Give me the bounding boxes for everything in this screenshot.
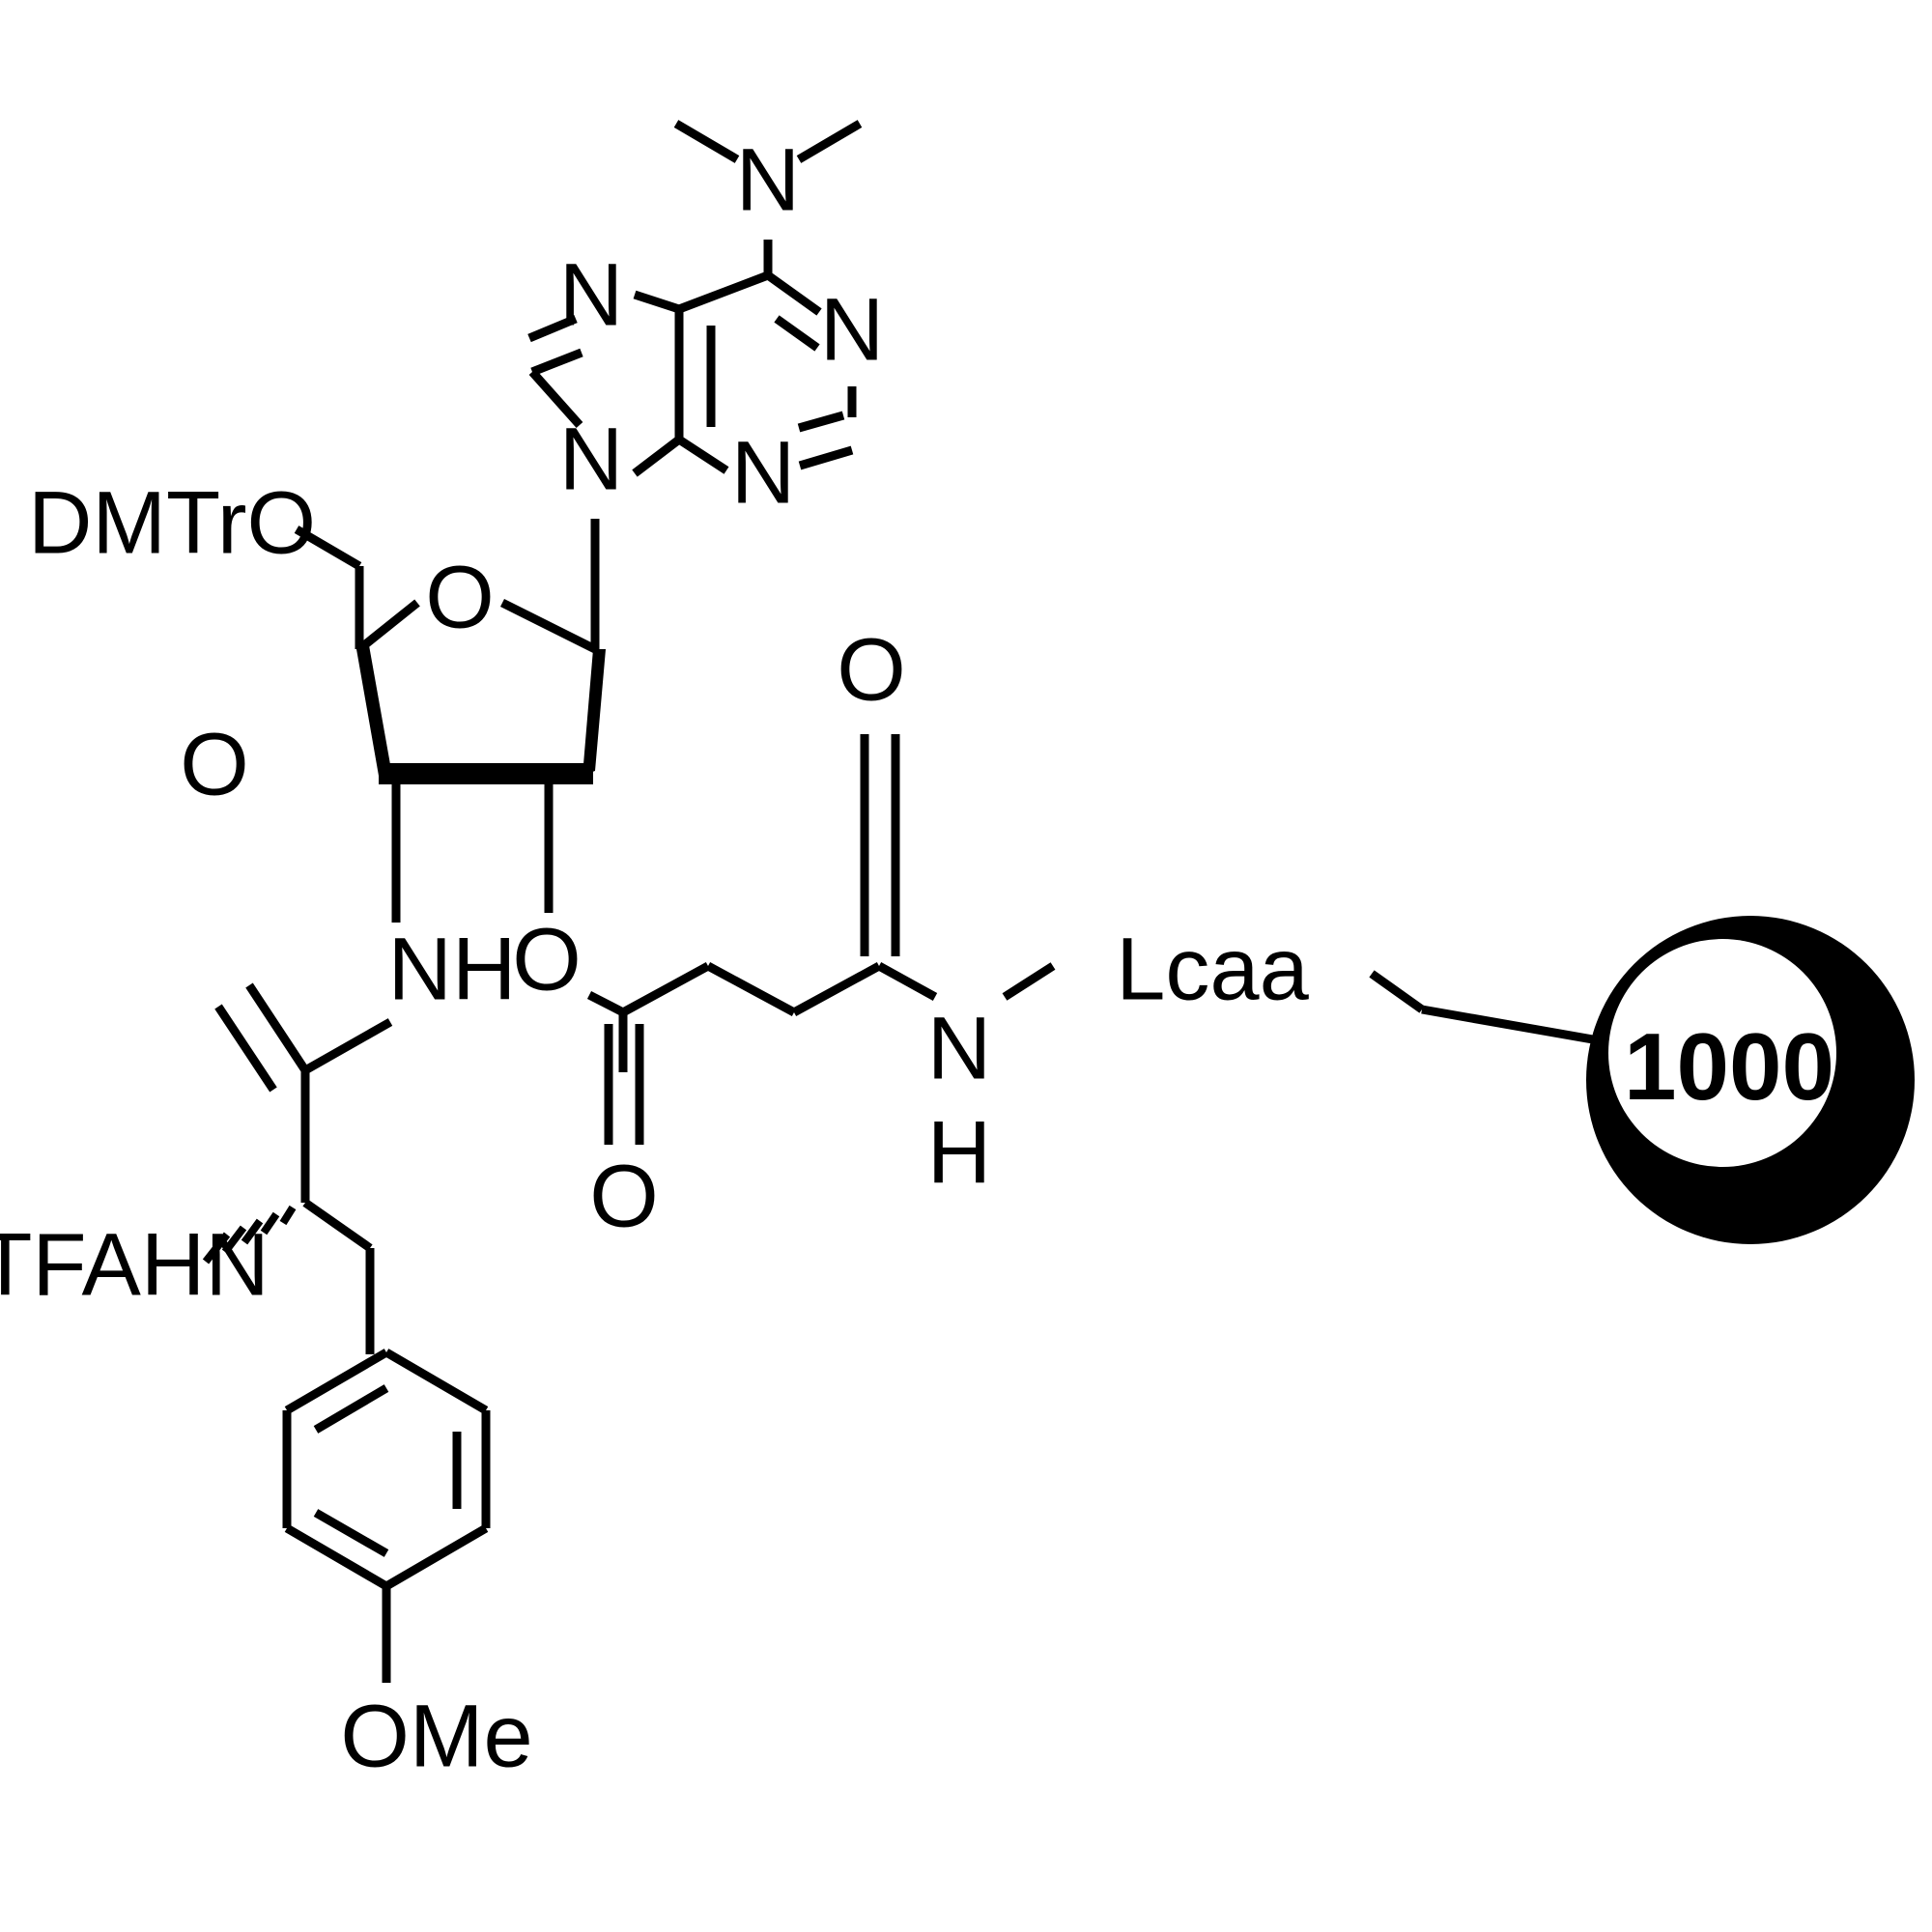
aryl-double-inner-1 bbox=[313, 1384, 389, 1434]
purine-n9-label: N bbox=[559, 410, 623, 508]
c5-n7-bond bbox=[633, 290, 681, 314]
cpg-bead: 1000 bbox=[1586, 916, 1915, 1244]
aryl-bond-3 bbox=[384, 1524, 489, 1590]
c4prime-o4prime-bond bbox=[356, 599, 420, 653]
furanose-ring: O bbox=[356, 548, 606, 784]
aryl-bond-1 bbox=[384, 1349, 489, 1414]
aryl-bond-4 bbox=[284, 1524, 389, 1590]
n9-c4-bond bbox=[632, 436, 682, 477]
tyr-carbonyl-double-a bbox=[245, 982, 309, 1073]
c5prime-o5prime-bond bbox=[294, 526, 362, 570]
c2-n3-double-inner bbox=[797, 411, 845, 433]
c6-n1-bond bbox=[765, 271, 822, 316]
amide-c-n-bond bbox=[876, 962, 938, 1001]
n-lcaa-bond bbox=[1002, 962, 1056, 1001]
aryl-bond-6 bbox=[284, 1349, 389, 1414]
c8-n9-bond bbox=[528, 369, 583, 428]
succinate-ch2-bond-3 bbox=[791, 962, 882, 1016]
dmtro-label: DMTrO bbox=[28, 473, 316, 572]
lcaa-label: Lcaa bbox=[1116, 920, 1309, 1018]
purine-imidazole-ring: N N bbox=[527, 245, 682, 508]
ester-oxygen-label: O bbox=[512, 910, 582, 1009]
tfahn-label: TFAHN bbox=[0, 1215, 270, 1314]
n-methyl-bond-right bbox=[796, 120, 863, 163]
c3prime-c2prime-bold-bond bbox=[379, 763, 593, 784]
ester-carbonyl-oxygen-label: O bbox=[589, 1147, 659, 1245]
purine-n7-label: N bbox=[559, 245, 623, 344]
c5-c6-bond bbox=[677, 270, 770, 314]
tyrosine-residue-group: TFAHN bbox=[0, 1070, 375, 1354]
amide-nitrogen-label: N bbox=[927, 999, 991, 1097]
furanose-ring-oxygen-label: O bbox=[425, 548, 495, 646]
bead-pore-size-label: 1000 bbox=[1624, 1013, 1834, 1120]
lcaa-bead-bond-1 bbox=[1369, 970, 1425, 1013]
n7-c8-double-inner bbox=[527, 314, 578, 343]
tyr-carbonyl-double-b bbox=[214, 1004, 277, 1093]
alpha-carbon-tfahn-hashed-wedge bbox=[202, 1205, 297, 1264]
amide-carbonyl-oxygen-label: O bbox=[837, 620, 906, 719]
purine-n6-label: N bbox=[736, 130, 800, 229]
n7-c8-bond bbox=[530, 348, 583, 377]
n3-c4-bond bbox=[676, 436, 729, 474]
amide-lcaa-group: O N H Lcaa bbox=[837, 620, 1643, 1202]
ome-label: OMe bbox=[340, 1687, 532, 1785]
purine-pyrimidine-ring: N N bbox=[674, 270, 884, 522]
alpha-carbon-ch2-bond bbox=[302, 1199, 373, 1252]
aryl-double-inner-2 bbox=[313, 1509, 389, 1557]
n-carbonyl-bond bbox=[302, 1018, 393, 1074]
n-methyl-bond-left bbox=[673, 120, 740, 163]
sugar-nh-label: NH bbox=[388, 920, 517, 1018]
purine-n3-label: N bbox=[731, 423, 795, 522]
bead-inner-highlight bbox=[1608, 939, 1836, 1167]
methoxyphenyl-ring: OMe bbox=[282, 1349, 533, 1785]
succinate-ch2-bond-2 bbox=[705, 962, 797, 1016]
o-ester-carbonyl-bond bbox=[586, 990, 626, 1017]
c2-n3-bond bbox=[798, 445, 854, 470]
tyr-carbonyl-oxygen-label: O bbox=[180, 715, 249, 813]
five-prime-dmtr-group: DMTrO bbox=[28, 473, 364, 649]
purine-n1-label: N bbox=[820, 280, 884, 379]
dimethylamino-group: N bbox=[673, 120, 863, 275]
c2prime-c1prime-wedge bbox=[582, 649, 606, 776]
succinate-ch2-bond-1 bbox=[620, 962, 711, 1016]
c4prime-c3prime-wedge bbox=[356, 645, 391, 776]
amide-hydrogen-label: H bbox=[927, 1103, 991, 1202]
succinyl-ester-group: O O bbox=[512, 784, 882, 1245]
c6-n1-double-inner bbox=[774, 315, 820, 352]
three-prime-amide-group: NH bbox=[214, 784, 517, 1093]
o4prime-c1prime-bond bbox=[499, 598, 598, 654]
